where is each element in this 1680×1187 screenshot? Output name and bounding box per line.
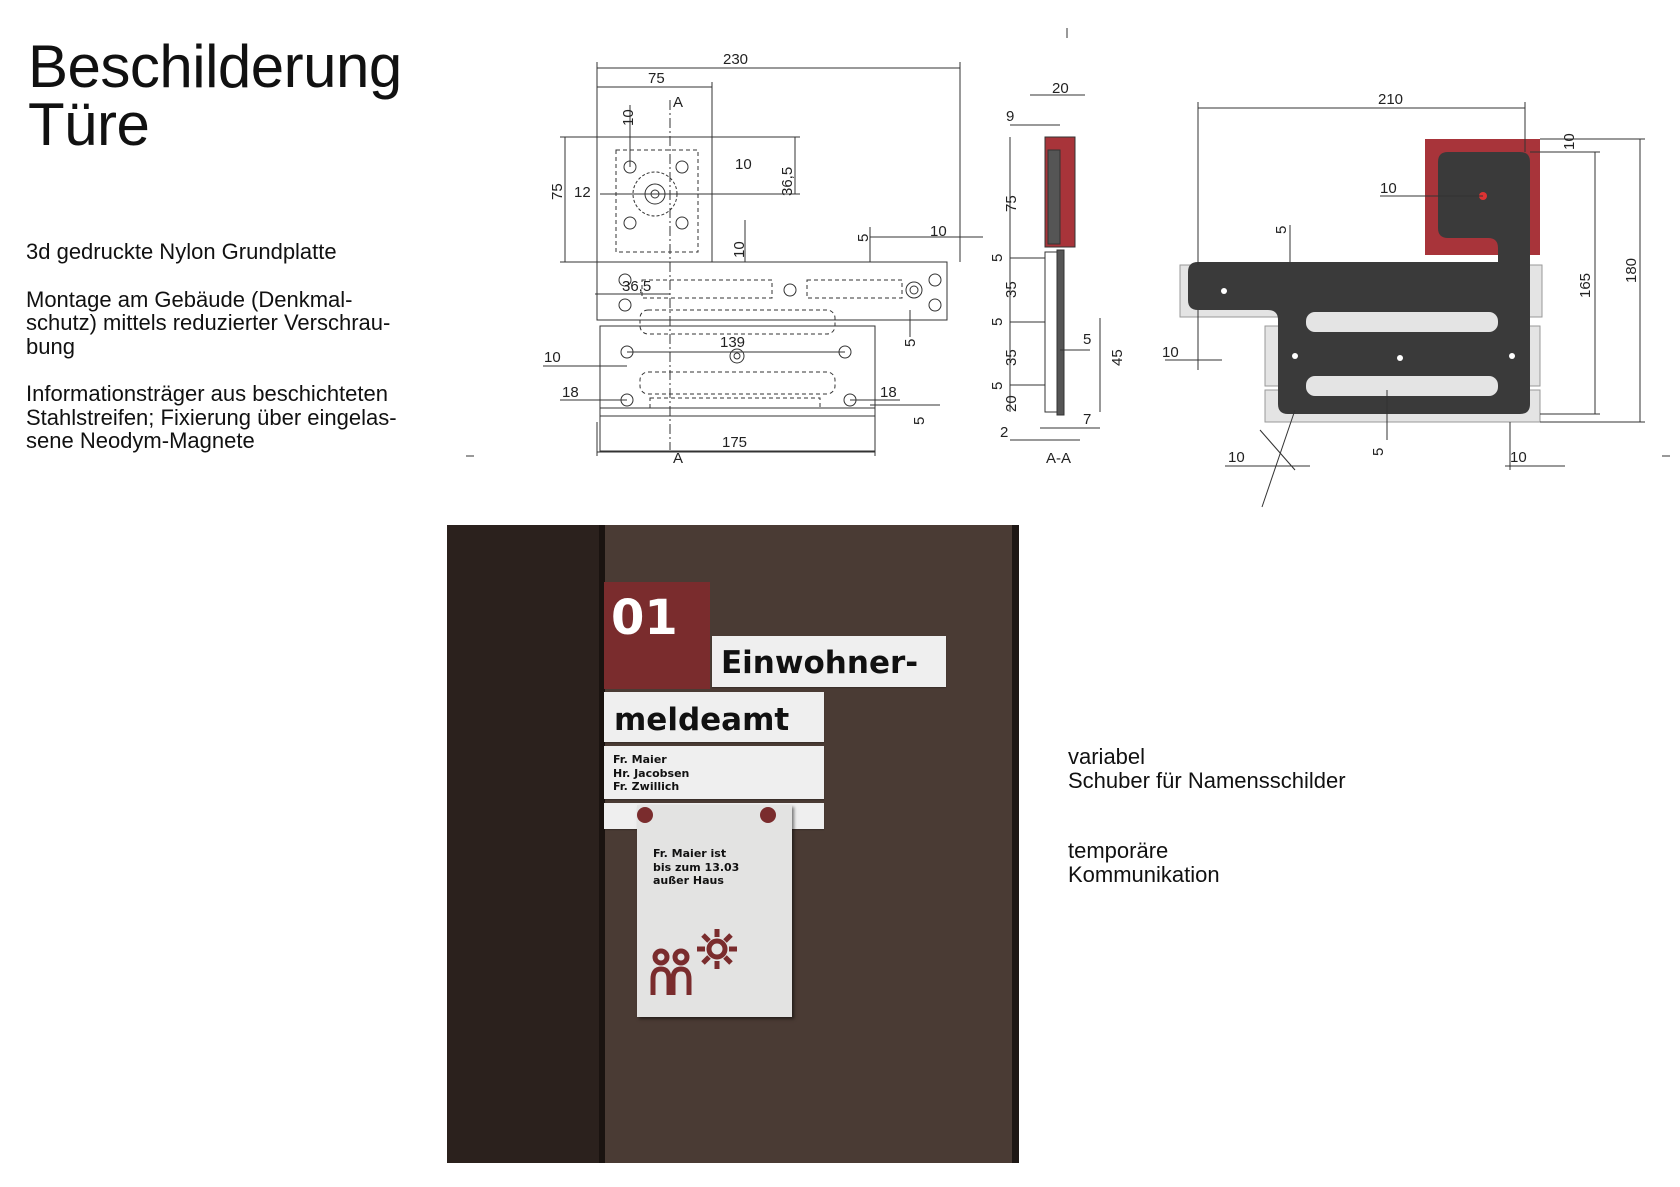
name-2: Hr. Jacobsen [613,766,690,780]
render-view [1165,102,1645,508]
sign-line-2: meldeamt [604,692,824,742]
note-temporary-line-2: Kommunikation [1068,862,1220,887]
dim-10-hole: 10 [1380,180,1397,197]
front-view [543,62,983,456]
dim-10-d: 10 [930,223,947,240]
dim-36-5-lower: 36,5 [622,278,651,295]
note-variable: variabel Schuber für Namensschilder [1068,745,1346,793]
dim-10-bottom-right: 10 [1510,449,1527,466]
dim-139: 139 [720,334,745,351]
dim-75-top: 75 [648,70,665,87]
dim-5-b: 5 [902,339,919,347]
dim-10-left: 10 [1162,344,1179,361]
dim-36-5-upper: 36,5 [779,167,796,196]
dim-45: 45 [1109,349,1126,366]
dim-35-1: 35 [1003,281,1020,298]
description: 3d gedruckte Nylon Grundplatte Montage a… [26,240,446,477]
notice-line-2: bis zum 13.03 [653,860,740,874]
logo-icon [650,929,737,995]
technical-drawings: 230 75 10 10 75 12 36,5 10 5 10 36,5 139… [466,28,1670,508]
door-frame-shadow [599,525,605,1163]
dim-75-left: 75 [549,183,566,200]
note-variable-line-1: variabel [1068,744,1146,769]
description-material: 3d gedruckte Nylon Grundplatte [26,239,337,264]
dim-20-left: 20 [1003,395,1020,412]
front-dimension-labels: 230 75 10 10 75 12 36,5 10 5 10 36,5 139… [544,51,947,467]
dim-5-1: 5 [989,254,1006,262]
door-frame [447,525,602,1163]
title-line-1: Beschilderung [28,33,402,100]
dim-10-bottom-left: 10 [1228,449,1245,466]
door-edge [1012,525,1019,1163]
page-title: Beschilderung Türe [28,33,402,158]
dim-5-a: 5 [855,234,872,242]
dim-5-3: 5 [989,382,1006,390]
section-mark-bottom: A [673,450,683,467]
notice-line-3: außer Haus [653,874,724,887]
dim-175: 175 [722,434,747,451]
dim-75: 75 [1003,195,1020,212]
magnet-right [760,807,776,823]
description-carrier: Informationsträger aus beschichteten Sta… [26,381,397,453]
description-mounting: Montage am Gebäude (Denkmal-schutz) mitt… [26,286,391,359]
note-temporary-line-1: temporäre [1068,838,1169,863]
dim-10-e: 10 [544,349,561,366]
render-dimension-labels: 210 10 10 5 10 165 180 10 5 10 [1162,91,1640,466]
section-label: A-A [1046,450,1071,467]
dim-10-c: 10 [731,241,748,258]
dim-230: 230 [723,51,748,68]
note-variable-line-2: Schuber für Namensschilder [1068,768,1346,793]
dim-18-left: 18 [562,384,579,401]
dim-5-c: 5 [911,417,928,425]
notice-line-1: Fr. Maier ist [653,847,727,860]
dim-2: 2 [1000,424,1008,441]
dim-210: 210 [1378,91,1403,108]
dim-35-2: 35 [1003,349,1020,366]
section-mark-top: A [673,94,683,111]
note-temporary: temporäre Kommunikation [1068,839,1220,887]
dim-10-a: 10 [620,109,637,126]
room-number: 01 [604,582,710,689]
door-sign-mockup: 01 Einwohner- meldeamt Fr. Maier Hr. Jac… [447,525,1019,1163]
dim-7: 7 [1083,411,1091,428]
sign-line-1: Einwohner- [712,636,946,687]
dim-5-bottom: 5 [1370,448,1387,456]
dim-12: 12 [574,184,591,201]
dim-5-right: 5 [1083,331,1091,348]
dim-5-2: 5 [989,318,1006,326]
dim-165: 165 [1577,273,1594,298]
dim-10-top: 10 [1561,133,1578,150]
temporary-notice-card: Fr. Maier ist bis zum 13.03 außer Haus [637,805,792,1017]
dim-180: 180 [1623,258,1640,283]
magnet-left [637,807,653,823]
section-dimension-labels: 20 9 75 5 35 5 35 5 20 5 45 7 2 A-A [989,80,1126,467]
dim-9: 9 [1006,108,1014,125]
section-view [1009,94,1101,441]
dim-5-top: 5 [1273,226,1290,234]
dim-18-right: 18 [880,384,897,401]
name-1: Fr. Maier [613,753,667,766]
name-plate: Fr. Maier Hr. Jacobsen Fr. Zwillich [604,746,824,799]
dim-10-b: 10 [735,156,752,173]
title-line-2: Türe [28,91,150,158]
notice-text: Fr. Maier ist bis zum 13.03 außer Haus [653,847,739,888]
dim-20-top: 20 [1052,80,1069,97]
name-3: Fr. Zwillich [613,780,680,793]
